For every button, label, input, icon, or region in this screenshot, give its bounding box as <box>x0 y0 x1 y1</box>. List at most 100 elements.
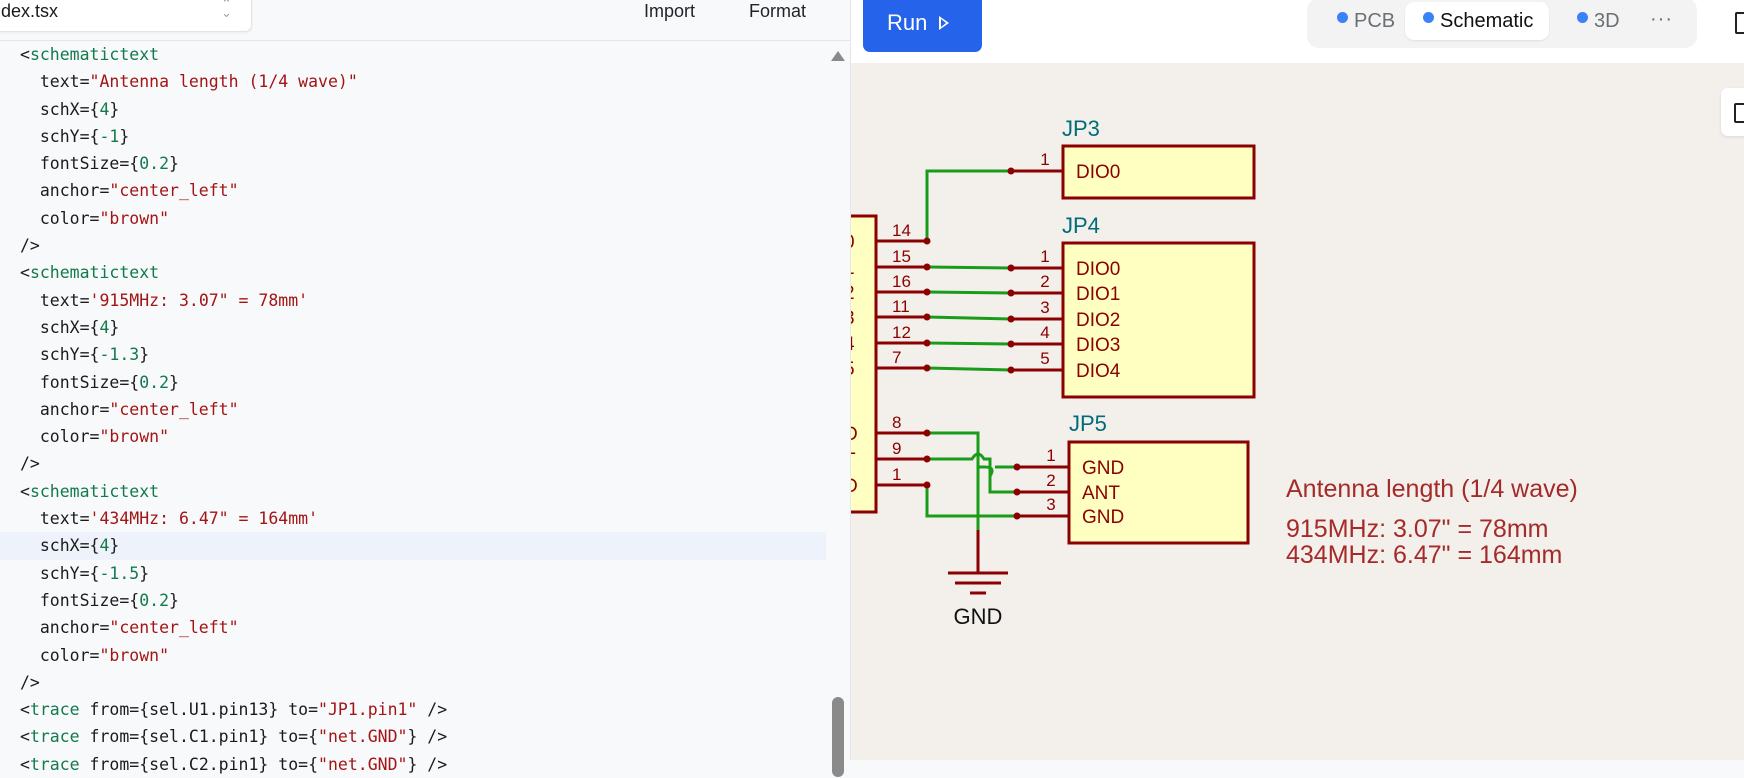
pin-label: GND <box>1082 458 1124 479</box>
pin-endpoint <box>1007 264 1015 272</box>
pin-number: 16 <box>892 272 911 291</box>
pin-number: 3 <box>1046 495 1055 514</box>
gnd-label: GND <box>954 604 1003 629</box>
tab-pcb[interactable]: PCB <box>1329 2 1403 40</box>
schematic-note: 915MHz: 3.07" = 78mm <box>1286 515 1548 543</box>
code-line[interactable]: color="brown" <box>20 427 170 447</box>
pin-label: DIO0 <box>1076 259 1120 280</box>
code-line[interactable]: <trace from={sel.C1.pin1} to={"net.GND"}… <box>20 727 448 747</box>
scrollbar-thumb[interactable] <box>832 697 844 777</box>
pin-label: ANT <box>1082 483 1120 504</box>
pin-label: DIO4 <box>1076 361 1121 382</box>
tab-3d[interactable]: 3D <box>1569 2 1628 40</box>
u1-pin-label: 3 <box>851 308 855 329</box>
code-line[interactable]: text='434MHz: 6.47" = 164mm' <box>20 509 319 529</box>
pin-number: 1 <box>1040 247 1049 266</box>
code-line[interactable]: <schematictext <box>20 45 160 64</box>
view-tabs: PCB Schematic 3D ··· <box>1307 0 1697 48</box>
pin-number: 9 <box>892 439 901 458</box>
pin-number: 2 <box>1040 272 1049 291</box>
play-icon <box>939 16 950 30</box>
code-line[interactable]: /> <box>20 454 40 474</box>
tab-schematic[interactable]: Schematic <box>1405 2 1550 40</box>
tab-label: 3D <box>1594 10 1620 32</box>
pin-endpoint <box>923 481 931 489</box>
run-button[interactable]: Run <box>863 0 982 52</box>
editor-scrollbar[interactable] <box>828 41 848 777</box>
status-dot-icon <box>1337 12 1348 23</box>
code-line[interactable]: fontSize={0.2} <box>20 590 179 610</box>
pin-endpoint <box>1013 463 1021 471</box>
code-line[interactable]: text='915MHz: 3.07" = 78mm' <box>20 290 309 310</box>
status-dot-icon <box>1577 12 1588 23</box>
pin-label: DIO1 <box>1076 284 1120 305</box>
schematic-note: 434MHz: 6.47" = 164mm <box>1286 541 1562 569</box>
pin-endpoint <box>1007 167 1015 175</box>
code-area[interactable]: <schematictext text="Antenna length (1/4… <box>0 41 826 778</box>
chevron-up-down-icon: ⌃⌄ <box>221 0 232 20</box>
u1-body <box>851 214 878 514</box>
u1-pin-label: 4 <box>851 334 855 355</box>
code-line[interactable]: fontSize={0.2} <box>20 372 179 392</box>
code-line[interactable]: schY={-1} <box>20 126 130 146</box>
code-line[interactable]: schX={4} <box>0 532 826 560</box>
jp5-name: JP5 <box>1069 411 1107 436</box>
trace-u1-jp4 <box>926 315 1012 321</box>
editor-toolbar: dex.tsx ⌃⌄ Import Format <box>0 0 850 41</box>
trace-jp5-gnd1 <box>978 465 1017 477</box>
code-line[interactable]: <schematictext <box>20 481 160 501</box>
jp3-name: JP3 <box>1062 116 1100 141</box>
pin-number: 2 <box>1046 471 1055 490</box>
file-name: dex.tsx <box>1 1 59 21</box>
pin-label: DIO3 <box>1076 335 1120 356</box>
components <box>851 144 1256 595</box>
fullscreen-icon[interactable] <box>1735 12 1744 34</box>
u1-pin-label: T <box>851 450 856 471</box>
code-line[interactable]: schX={4} <box>20 317 120 337</box>
side-toolbar-button[interactable] <box>1721 88 1744 136</box>
code-line[interactable]: anchor="center_left" <box>20 399 239 419</box>
import-button[interactable]: Import <box>644 1 696 21</box>
code-line[interactable]: <schematictext <box>20 263 160 283</box>
pin-number: 11 <box>892 297 910 316</box>
trace-u1-jp3 <box>925 169 1011 241</box>
code-line[interactable]: <trace from={sel.C2.pin1} to={"net.GND"}… <box>20 754 448 774</box>
pin-number: 8 <box>892 413 901 432</box>
u1-pin-label: 2 <box>851 283 855 304</box>
code-line[interactable]: schY={-1.5} <box>20 563 150 583</box>
pin-endpoint <box>923 364 931 372</box>
edit-icon <box>1734 103 1744 123</box>
code-line[interactable]: schX={4} <box>20 99 120 119</box>
schematic-canvas[interactable]: 140151162113124758D9T1DJP31DIO0JP41DIO02… <box>851 63 1744 760</box>
more-options-button[interactable]: ··· <box>1650 8 1673 30</box>
pin-endpoint <box>923 313 931 321</box>
pin-number: 12 <box>892 323 911 342</box>
scroll-up-arrow-icon[interactable] <box>831 51 845 61</box>
pin-number: 7 <box>892 348 901 367</box>
tab-label: PCB <box>1354 10 1396 32</box>
code-line[interactable]: <trace from={sel.U1.pin13} to="JP1.pin1"… <box>20 700 448 720</box>
status-dot-icon <box>1423 12 1434 23</box>
pin-endpoint <box>1007 366 1015 374</box>
code-line[interactable]: color="brown" <box>20 208 170 228</box>
u1-pin-label: D <box>851 476 858 497</box>
pin-number: 1 <box>1046 446 1055 465</box>
pin-endpoint <box>1007 340 1015 348</box>
code-line[interactable]: text="Antenna length (1/4 wave)" <box>20 72 358 92</box>
pin-endpoint <box>1013 488 1021 496</box>
pin-endpoint <box>923 237 931 245</box>
file-selector[interactable]: dex.tsx ⌃⌄ <box>0 0 252 32</box>
code-line[interactable]: color="brown" <box>20 645 170 665</box>
pin-endpoint <box>1007 289 1015 297</box>
jp4-body <box>1061 241 1256 399</box>
code-line[interactable]: fontSize={0.2} <box>20 154 179 174</box>
u1-pin-label: 1 <box>851 258 855 279</box>
code-line[interactable]: anchor="center_left" <box>20 181 239 201</box>
code-line[interactable]: anchor="center_left" <box>20 618 239 638</box>
pin-endpoint <box>923 429 931 437</box>
code-line[interactable]: /> <box>20 236 40 256</box>
u1-pin-label: 5 <box>851 359 855 380</box>
code-line[interactable]: /> <box>20 672 40 692</box>
format-button[interactable]: Format <box>749 1 807 21</box>
code-line[interactable]: schY={-1.3} <box>20 345 150 365</box>
